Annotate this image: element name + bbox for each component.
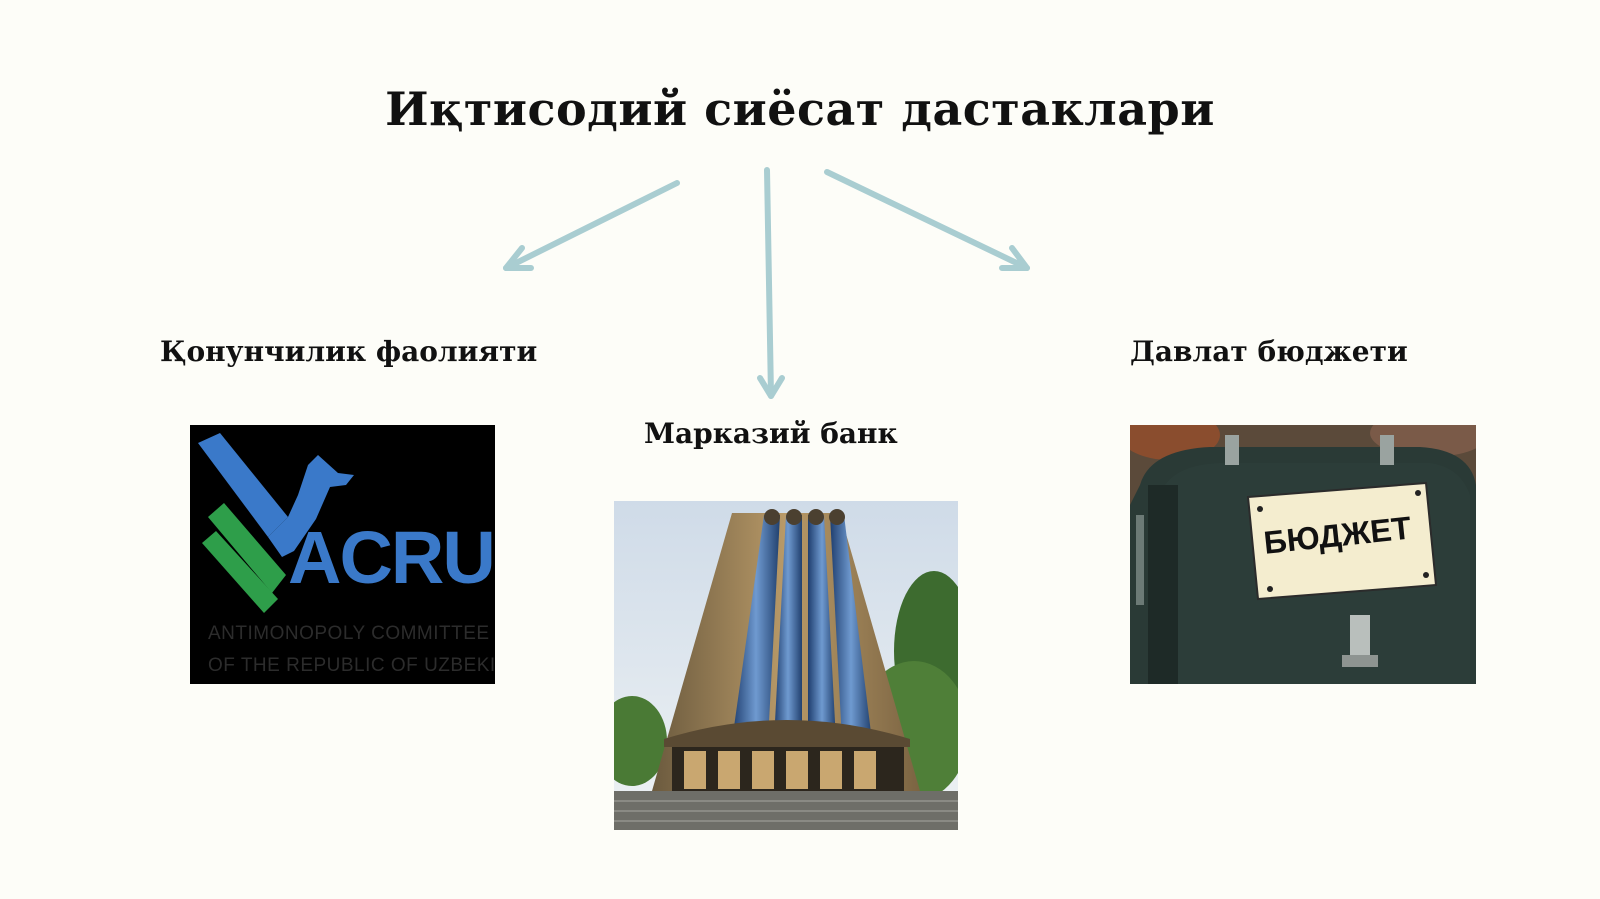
antimonopoly-committee-logo: ACRU ANTIMONOPOLY COMMITTEE OF THE REPUB… xyxy=(190,425,495,684)
briefcase-illustration xyxy=(1130,425,1476,684)
acru-subtitle-line1: ANTIMONOPOLY COMMITTEE xyxy=(208,623,490,644)
central-bank-building-photo xyxy=(614,501,958,830)
building-illustration xyxy=(614,501,958,830)
arrow-to-left xyxy=(503,180,680,271)
acru-subtitle-line2: OF THE REPUBLIC OF UZBEKISTAN xyxy=(208,655,495,676)
acru-logo-text: ACRU xyxy=(288,516,495,599)
branch-label-central-bank: Марказий банк xyxy=(644,417,898,450)
arrow-to-center xyxy=(757,167,785,399)
budget-briefcase-photo: БЮДЖЕТ xyxy=(1130,425,1476,684)
branch-label-state-budget: Давлат бюджети xyxy=(1130,335,1408,368)
acru-emblem-icon xyxy=(198,433,354,613)
branch-label-legislation: Қонунчилик фаолияти xyxy=(160,335,538,368)
arrow-to-right xyxy=(824,169,1030,271)
slide-title: Иқтисодий сиёсат дастаклари xyxy=(385,82,1215,136)
